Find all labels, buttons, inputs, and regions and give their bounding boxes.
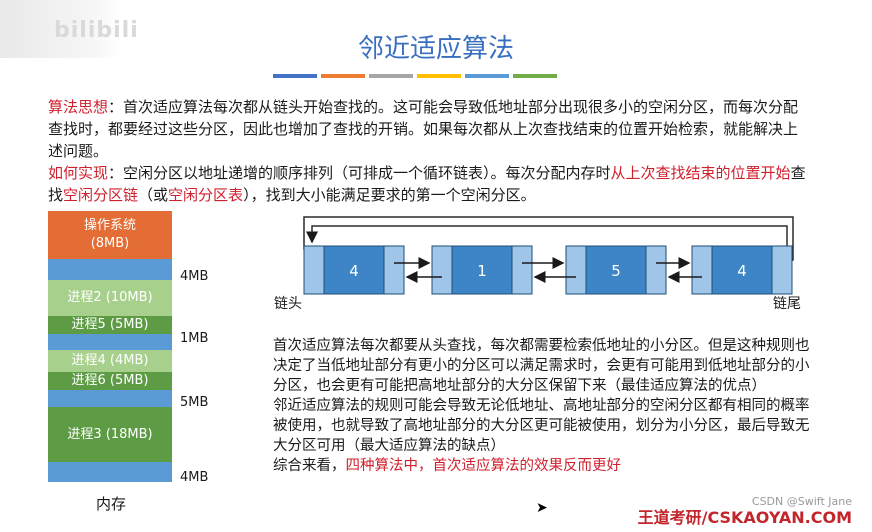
node-next-pointer bbox=[771, 245, 793, 295]
node-size-label: 1 bbox=[477, 262, 487, 280]
implementation: 如何实现：空闲分区以地址递增的顺序排列（可排成一个循环链表）。每次分配内存时从上… bbox=[48, 162, 808, 206]
explain-conclusion-prefix: 综合来看， bbox=[273, 458, 346, 474]
chain-tail-label: 链尾 bbox=[773, 296, 801, 312]
memory-block-label: 进程5 (5MB) bbox=[71, 317, 149, 332]
title-bar-5 bbox=[513, 74, 557, 78]
node-next-pointer bbox=[511, 245, 533, 295]
memory-block-3: 进程5 (5MB) bbox=[48, 316, 172, 334]
memory-block-label: 进程4 (4MB) bbox=[71, 353, 149, 368]
free-size-label: 5MB bbox=[180, 395, 209, 410]
free-size-label: 1MB bbox=[180, 331, 209, 346]
node-prev-pointer bbox=[431, 245, 453, 295]
impl-text-1: 空闲分区以地址递增的顺序排列（可排成一个循环链表）。每次分配内存时 bbox=[123, 164, 611, 182]
impl-highlight-1: 从上次查找结束的位置开始 bbox=[610, 164, 791, 182]
node-size-label: 4 bbox=[737, 262, 747, 280]
impl-highlight-2: 空闲分区链 bbox=[63, 186, 139, 204]
explain-conclusion: 四种算法中，首次适应算法的效果反而更好 bbox=[345, 458, 622, 474]
memory-block-label: 操作系统 bbox=[83, 218, 136, 233]
title-bar-0 bbox=[273, 74, 317, 78]
free-size-label: 4MB bbox=[180, 269, 209, 284]
title-bar-4 bbox=[465, 74, 509, 78]
idea-label: 算法思想 bbox=[48, 98, 109, 116]
title-bar-1 bbox=[321, 74, 365, 78]
node-size-label: 5 bbox=[611, 262, 621, 280]
memory-block-7 bbox=[48, 390, 172, 407]
free-partition-chain: 4 1 5 4 链头 链尾 bbox=[274, 216, 801, 312]
explain-para-3: 综合来看，四种算法中，首次适应算法的效果反而更好 bbox=[273, 456, 813, 476]
impl-sep: ： bbox=[108, 164, 124, 182]
memory-block-2: 进程2 (10MB) bbox=[48, 280, 172, 316]
algorithm-idea: 算法思想：首次适应算法每次都从链头开始查找的。这可能会导致低地址部分出现很多小的… bbox=[48, 96, 808, 162]
memory-block-6: 进程6 (5MB) bbox=[48, 372, 172, 390]
node-next-pointer bbox=[645, 245, 667, 295]
explain-para-1: 首次适应算法每次都要从头查找，每次都需要检索低地址的小分区。但是这种规则也决定了… bbox=[273, 338, 810, 394]
memory-block-1 bbox=[48, 259, 172, 280]
page-title: 邻近适应算法 bbox=[357, 34, 514, 64]
node-prev-pointer bbox=[303, 245, 325, 295]
impl-highlight-3: 空闲分区表 bbox=[168, 186, 244, 204]
bilibili-logo: bilibili bbox=[54, 18, 139, 43]
node-prev-pointer bbox=[691, 245, 713, 295]
node-next-pointer bbox=[383, 245, 405, 295]
mouse-cursor-icon: ➤ bbox=[536, 500, 548, 516]
free-size-label: 4MB bbox=[180, 470, 209, 485]
title-bar-2 bbox=[369, 74, 413, 78]
footer-brand: 王道考研/CSKAOYAN.COM bbox=[637, 508, 852, 527]
node-prev-pointer bbox=[565, 245, 587, 295]
memory-block-0: 操作系统 (8MB) bbox=[48, 211, 172, 259]
csdn-watermark: CSDN @Swift Jane bbox=[751, 495, 852, 508]
title-bar-3 bbox=[417, 74, 461, 78]
memory-caption: 内存 bbox=[96, 495, 127, 513]
title-color-bars bbox=[273, 74, 557, 78]
explain-para-2: 邻近适应算法的规则可能会导致无论低地址、高地址部分的空闲分区都有相同的概率被使用… bbox=[273, 398, 810, 454]
memory-block-4 bbox=[48, 334, 172, 350]
chain-head-label: 链头 bbox=[274, 296, 302, 312]
impl-label: 如何实现 bbox=[48, 164, 109, 182]
memory-block-5: 进程4 (4MB) bbox=[48, 350, 172, 372]
chain-node-1: 1 bbox=[431, 245, 533, 295]
impl-text-4: ），找到大小能满足要求的第一个空闲分区。 bbox=[243, 186, 536, 204]
impl-text-3: （或 bbox=[138, 186, 169, 204]
chain-node-0: 4 bbox=[303, 245, 405, 295]
node-size-label: 4 bbox=[349, 262, 359, 280]
memory-block-size: (8MB) bbox=[90, 236, 130, 251]
idea-sep: ： bbox=[108, 98, 124, 116]
memory-block-label: 进程2 (10MB) bbox=[67, 290, 153, 305]
chain-node-3: 4 bbox=[691, 245, 793, 295]
explanation: 首次适应算法每次都要从头查找，每次都需要检索低地址的小分区。但是这种规则也决定了… bbox=[273, 336, 813, 476]
impl-text-2: 查找 bbox=[48, 164, 806, 204]
memory-block-9 bbox=[48, 462, 172, 482]
idea-text: 首次适应算法每次都从链头开始查找的。这可能会导致低地址部分出现很多小的空闲分区，… bbox=[48, 98, 799, 160]
memory-block-label: 进程3 (18MB) bbox=[67, 426, 153, 442]
chain-node-2: 5 bbox=[565, 245, 667, 295]
video-watermark: bilibili bbox=[0, 0, 138, 58]
memory-block-8: 进程3 (18MB) bbox=[48, 407, 172, 462]
memory-block-label: 进程6 (5MB) bbox=[71, 373, 149, 388]
